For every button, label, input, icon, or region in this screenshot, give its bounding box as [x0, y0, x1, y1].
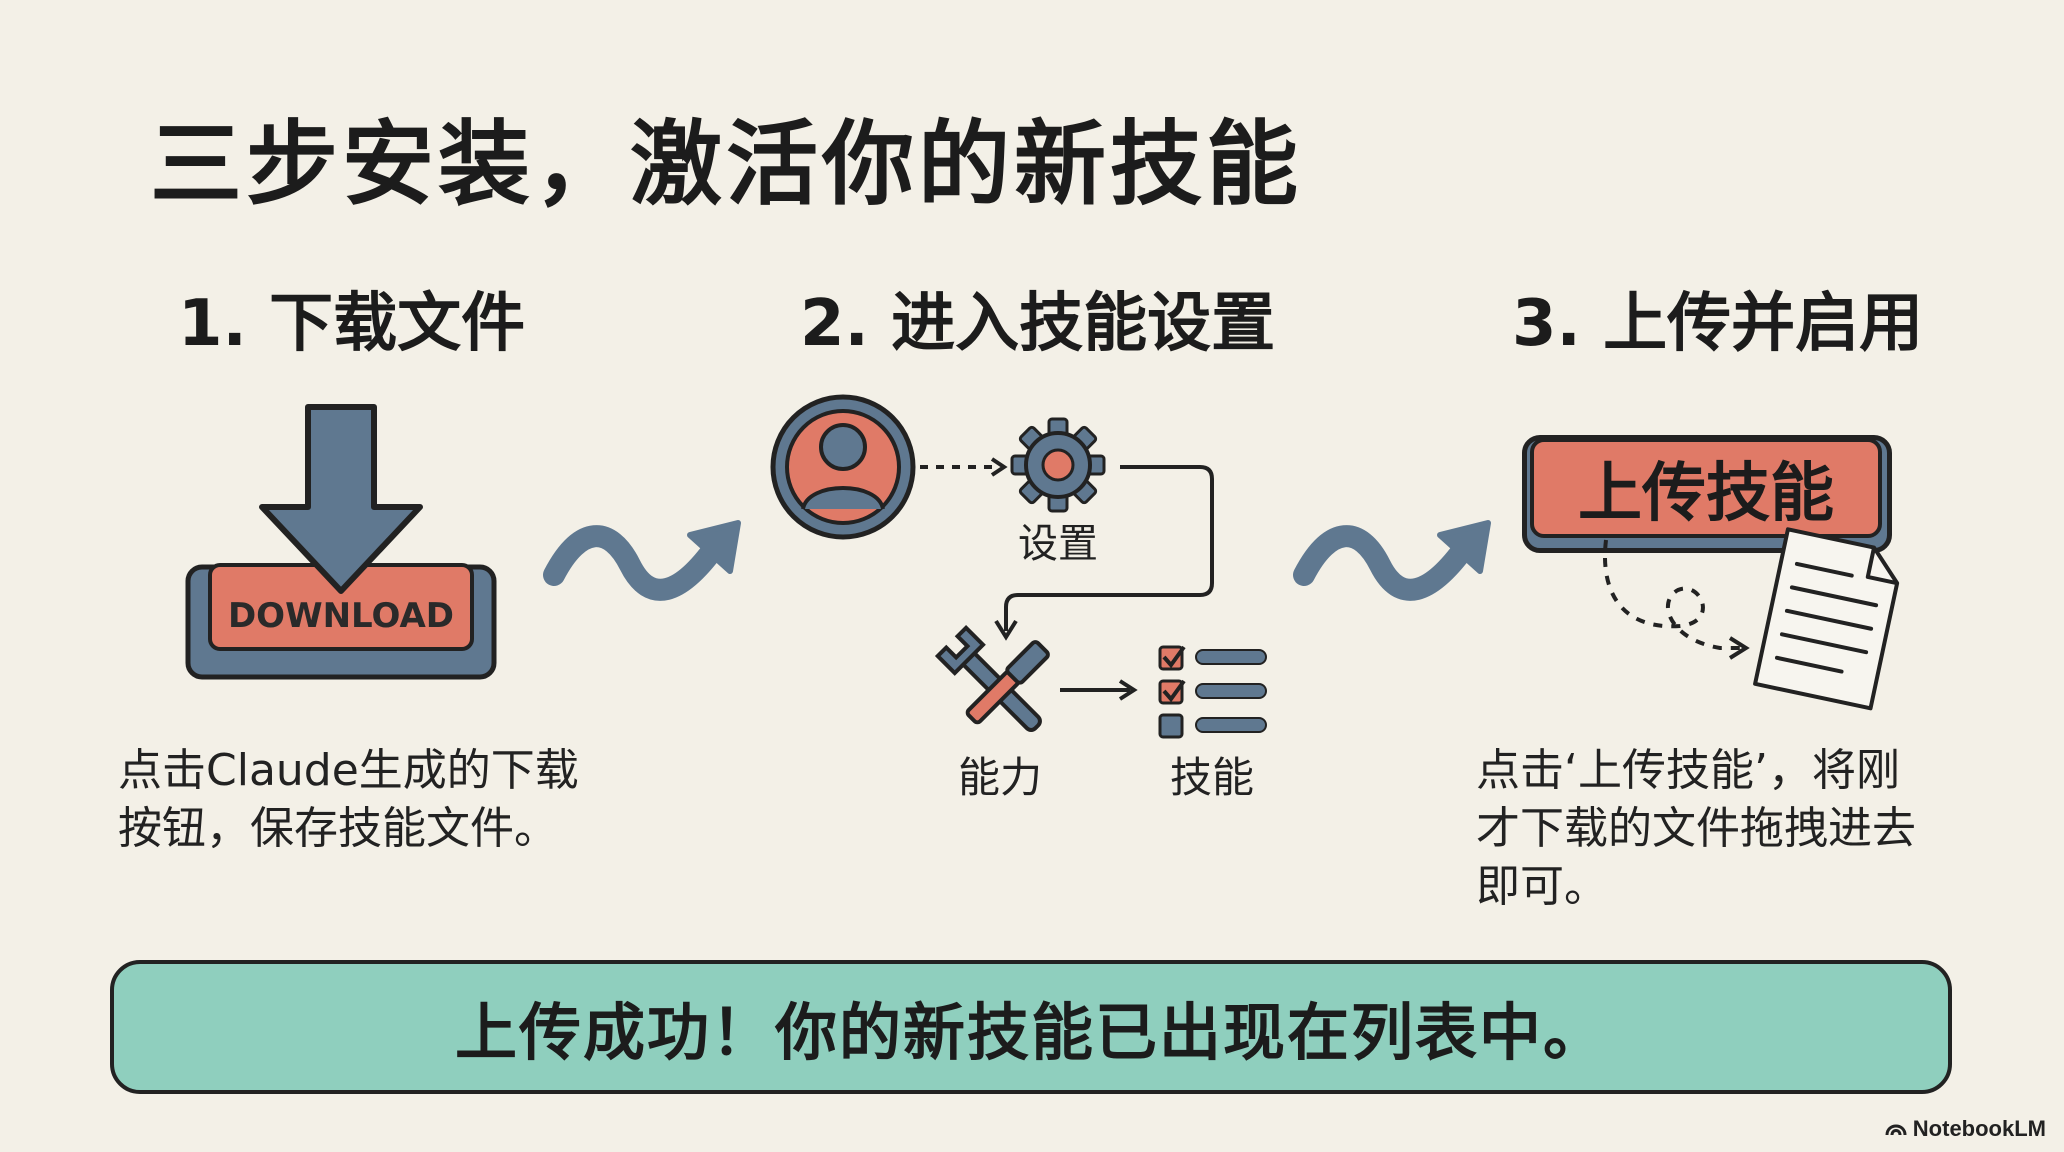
notebooklm-logo-icon [1885, 1124, 1907, 1136]
notebooklm-watermark: NotebookLM [1885, 1116, 2046, 1142]
step-1-desc-line: 点击Claude生成的下载 [118, 745, 579, 796]
success-banner-text: 上传成功！你的新技能已出现在列表中。 [454, 996, 1607, 1069]
tools-icon [934, 624, 1050, 732]
step-1-heading: 1. 下载文件 [178, 287, 526, 361]
success-banner: 上传成功！你的新技能已出现在列表中。 [110, 960, 1952, 1094]
tools-label: 能力 [958, 753, 1043, 802]
step-2-heading: 2. 进入技能设置 [800, 287, 1276, 361]
step-1-desc-line: 按钮，保存技能文件。 [118, 803, 558, 854]
skill-settings-illustration: 设置 [770, 394, 1267, 739]
upload-skill-button[interactable]: 上传技能 [1530, 438, 1882, 538]
step-1-description: 点击Claude生成的下载 按钮，保存技能文件。 [118, 742, 579, 858]
download-button-icon: DOWNLOAD [185, 563, 497, 680]
page-title: 三步安装，激活你的新技能 [150, 111, 1303, 218]
gear-label: 设置 [1018, 521, 1098, 567]
download-arrow-icon [259, 404, 423, 594]
step-3-desc-line: 才下载的文件拖拽进去 [1476, 803, 1916, 854]
gear-icon [1010, 417, 1106, 513]
upload-skill-button-label: 上传技能 [1578, 457, 1834, 531]
skills-label: 技能 [1170, 753, 1255, 802]
step-3-heading: 3. 上传并启用 [1512, 287, 1924, 361]
brand-text: NotebookLM [1912, 1116, 2046, 1141]
step-3-description: 点击‘上传技能’，将刚 才下载的文件拖拽进去 即可。 [1476, 742, 1916, 916]
checklist-icon [1158, 645, 1267, 739]
drag-file-illustration [1603, 527, 1900, 711]
step-3-desc-line: 点击‘上传技能’，将刚 [1476, 745, 1900, 796]
step-3-desc-line: 即可。 [1476, 861, 1608, 912]
squiggle-arrow-icon [1293, 520, 1491, 601]
download-text: DOWNLOAD [228, 596, 454, 636]
document-icon [1753, 527, 1900, 711]
user-icon [770, 394, 916, 540]
squiggle-arrow-icon [543, 520, 741, 601]
download-illustration: DOWNLOAD [185, 404, 497, 680]
